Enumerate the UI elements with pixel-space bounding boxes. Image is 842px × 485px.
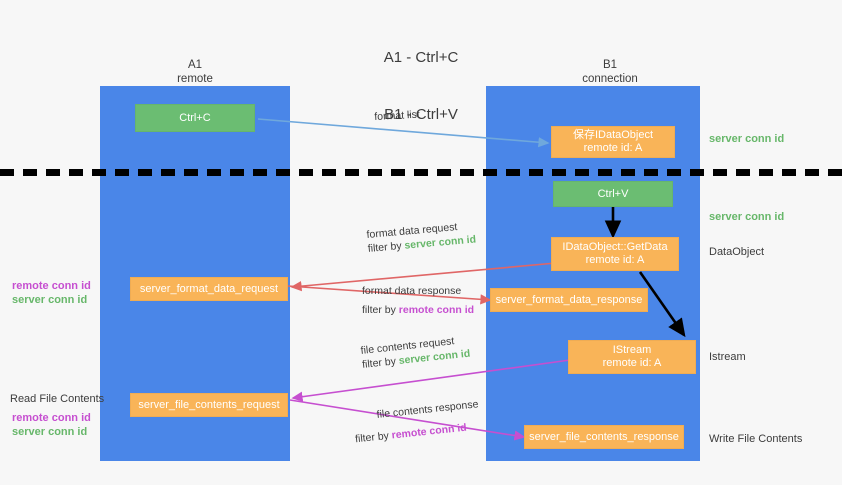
edge-label-format-data-response: format data response filter by remote co… (362, 284, 474, 317)
note-istream: Istream (709, 351, 746, 363)
box-ctrl-c-label: Ctrl+C (179, 111, 211, 124)
box-server-format-data-response[interactable]: server_format_data_response (490, 288, 648, 312)
edge-label-format-data-request: format data request filter by server con… (366, 219, 477, 256)
column-header-a1: A1 remote (125, 58, 265, 86)
note-format-server-conn-id: server conn id (12, 294, 88, 306)
filter-by-prefix: filter by (362, 304, 399, 316)
box-save-dataobject-line2: remote id: A (583, 142, 643, 154)
box-server-format-data-request-label: server_format_data_request (139, 282, 279, 295)
edge-label-file-contents-response-line1: file contents response (376, 398, 479, 421)
note-write-file-contents: Write File Contents (709, 433, 803, 445)
box-ctrl-c[interactable]: Ctrl+C (135, 104, 255, 132)
filter-by-key: remote conn id (398, 304, 475, 316)
edge-label-format-data-response-line1: format data response (362, 285, 462, 297)
box-ctrl-v[interactable]: Ctrl+V (553, 181, 673, 207)
box-getdata-line1: IDataObject::GetData (562, 241, 668, 253)
column-header-b1-name: B1 (602, 59, 618, 71)
edge-label-format-list: format list (374, 108, 421, 123)
filter-by-key: remote conn id (391, 421, 468, 442)
box-istream-line2: remote id: A (602, 357, 662, 369)
box-ctrl-v-label: Ctrl+V (597, 187, 629, 200)
edge-label-format-data-response-line2: filter by remote conn id (362, 303, 474, 317)
phase-divider (0, 169, 842, 176)
column-header-b1: B1 connection (540, 58, 680, 86)
title-line-1: A1 - Ctrl+C (383, 49, 459, 66)
box-idataobject-getdata[interactable]: IDataObject::GetData remote id: A (551, 237, 679, 271)
box-server-file-contents-response-label: server_file_contents_response (529, 430, 679, 443)
box-save-dataobject-line1: 保存IDataObject (572, 129, 654, 141)
note-server-conn-id-top: server conn id (709, 133, 785, 145)
filter-by-prefix: filter by (354, 429, 393, 446)
box-server-file-contents-response[interactable]: server_file_contents_response (524, 425, 684, 449)
box-server-file-contents-request[interactable]: server_file_contents_request (130, 393, 288, 417)
filter-by-prefix: filter by (361, 355, 400, 371)
column-header-a1-sub: remote (177, 73, 213, 85)
box-getdata-line2: remote id: A (585, 254, 645, 266)
note-server-conn-id-mid: server conn id (709, 211, 785, 223)
box-istream[interactable]: IStream remote id: A (568, 340, 696, 374)
note-format-remote-conn-id: remote conn id (12, 280, 91, 292)
edge-label-file-contents-response: file contents response filter by remote … (355, 397, 481, 445)
note-dataobject: DataObject (709, 246, 765, 258)
note-read-file-contents: Read File Contents (10, 393, 105, 405)
box-server-format-data-response-label: server_format_data_response (495, 293, 643, 306)
edge-label-file-contents-request: file contents request filter by server c… (360, 333, 471, 372)
column-header-a1-name: A1 (187, 59, 203, 71)
box-istream-line1: IStream (612, 344, 652, 356)
box-server-file-contents-request-label: server_file_contents_request (138, 398, 280, 411)
edge-label-file-contents-response-line2: filter by remote conn id (354, 419, 481, 446)
box-server-format-data-request[interactable]: server_format_data_request (130, 277, 288, 301)
note-file-remote-conn-id: remote conn id (12, 412, 91, 424)
note-file-server-conn-id: server conn id (12, 426, 88, 438)
filter-by-prefix: filter by (367, 239, 405, 255)
box-save-dataobject[interactable]: 保存IDataObject remote id: A (551, 126, 675, 158)
column-header-b1-sub: connection (582, 73, 638, 85)
